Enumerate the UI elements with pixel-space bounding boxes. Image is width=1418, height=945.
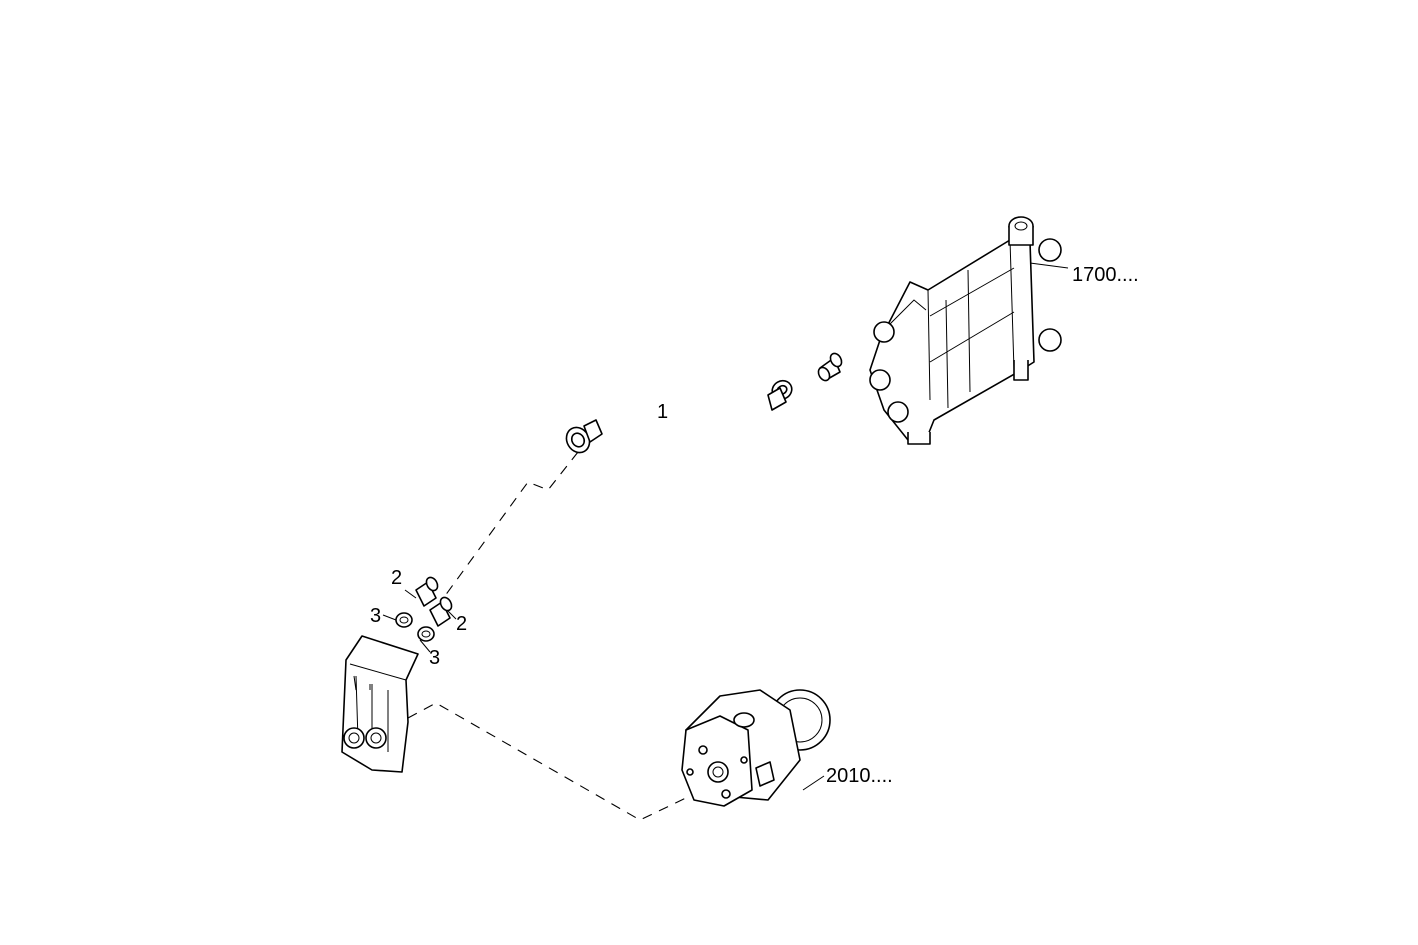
fuel-pipe xyxy=(565,359,811,467)
callout-washer-upper: 3 xyxy=(370,605,381,627)
mounting-bracket-part xyxy=(341,635,419,773)
callout-union-lower: 2 xyxy=(456,613,467,635)
banjo-union xyxy=(817,352,843,382)
leader-lines xyxy=(382,262,1069,791)
pipe-end-fitting-left xyxy=(565,419,603,454)
union-fittings xyxy=(415,576,453,627)
fuel-pump-part xyxy=(681,689,831,807)
sealing-washers xyxy=(395,612,435,642)
callout-labels: 1 2 2 3 3 1700.... 2010.... xyxy=(370,264,1139,787)
callout-union-upper: 2 xyxy=(391,567,402,589)
callout-cylinder-head: 1700.... xyxy=(1072,264,1139,286)
assembly-guide-lines xyxy=(407,451,689,821)
callout-pipe: 1 xyxy=(657,401,668,423)
callout-washer-lower: 3 xyxy=(429,647,440,669)
callout-pump: 2010.... xyxy=(826,765,893,787)
cylinder-head-part xyxy=(869,216,1062,445)
pipe-end-fitting-right xyxy=(767,379,793,411)
